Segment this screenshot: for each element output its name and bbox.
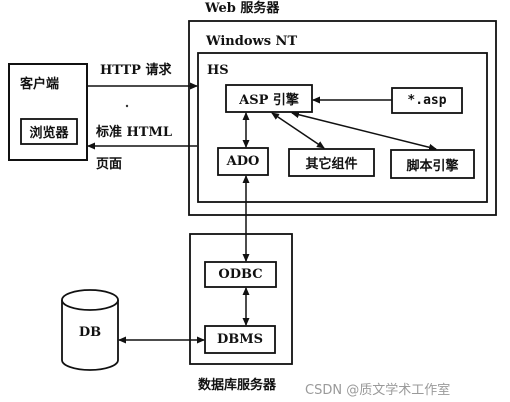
dbms-box <box>204 325 276 354</box>
client-label: 客户端 <box>20 77 60 92</box>
asp-script-arrow <box>291 111 437 151</box>
script-engine-label: 脚本引擎 <box>406 158 459 174</box>
dbms-label: DBMS <box>216 332 264 347</box>
db-server-frame <box>189 233 293 365</box>
db-cylinder <box>61 289 119 371</box>
watermark: CSDN @质文学术工作室 <box>305 383 451 398</box>
browser-label: 浏览器 <box>29 126 69 141</box>
http-request-label: HTTP 请求 <box>100 63 172 78</box>
html-response-label: 标准 HTML <box>96 125 173 140</box>
asp-engine-label: ASP 引擎 <box>239 93 299 108</box>
web-server-label: Web 服务器 <box>205 1 280 16</box>
odbc-box <box>204 261 277 288</box>
db-server-label: 数据库服务器 <box>198 378 277 393</box>
browser-box <box>20 118 78 145</box>
windows-nt-label: Windows NT <box>206 34 298 49</box>
client-box <box>8 63 88 161</box>
odbc-label: ODBC <box>218 267 263 282</box>
web-server-frame <box>188 20 497 216</box>
html-response-label-2: 页面 <box>96 157 123 172</box>
ado-label: ADO <box>226 154 260 169</box>
iis-label: HS <box>207 63 229 78</box>
other-components-label: 其它组件 <box>305 157 358 172</box>
scan-speck <box>125 104 129 108</box>
windows-nt-frame <box>197 52 488 203</box>
asp-file-label: *.asp <box>407 93 447 108</box>
db-label: DB <box>78 324 102 340</box>
asp-other-arrow <box>271 112 325 149</box>
